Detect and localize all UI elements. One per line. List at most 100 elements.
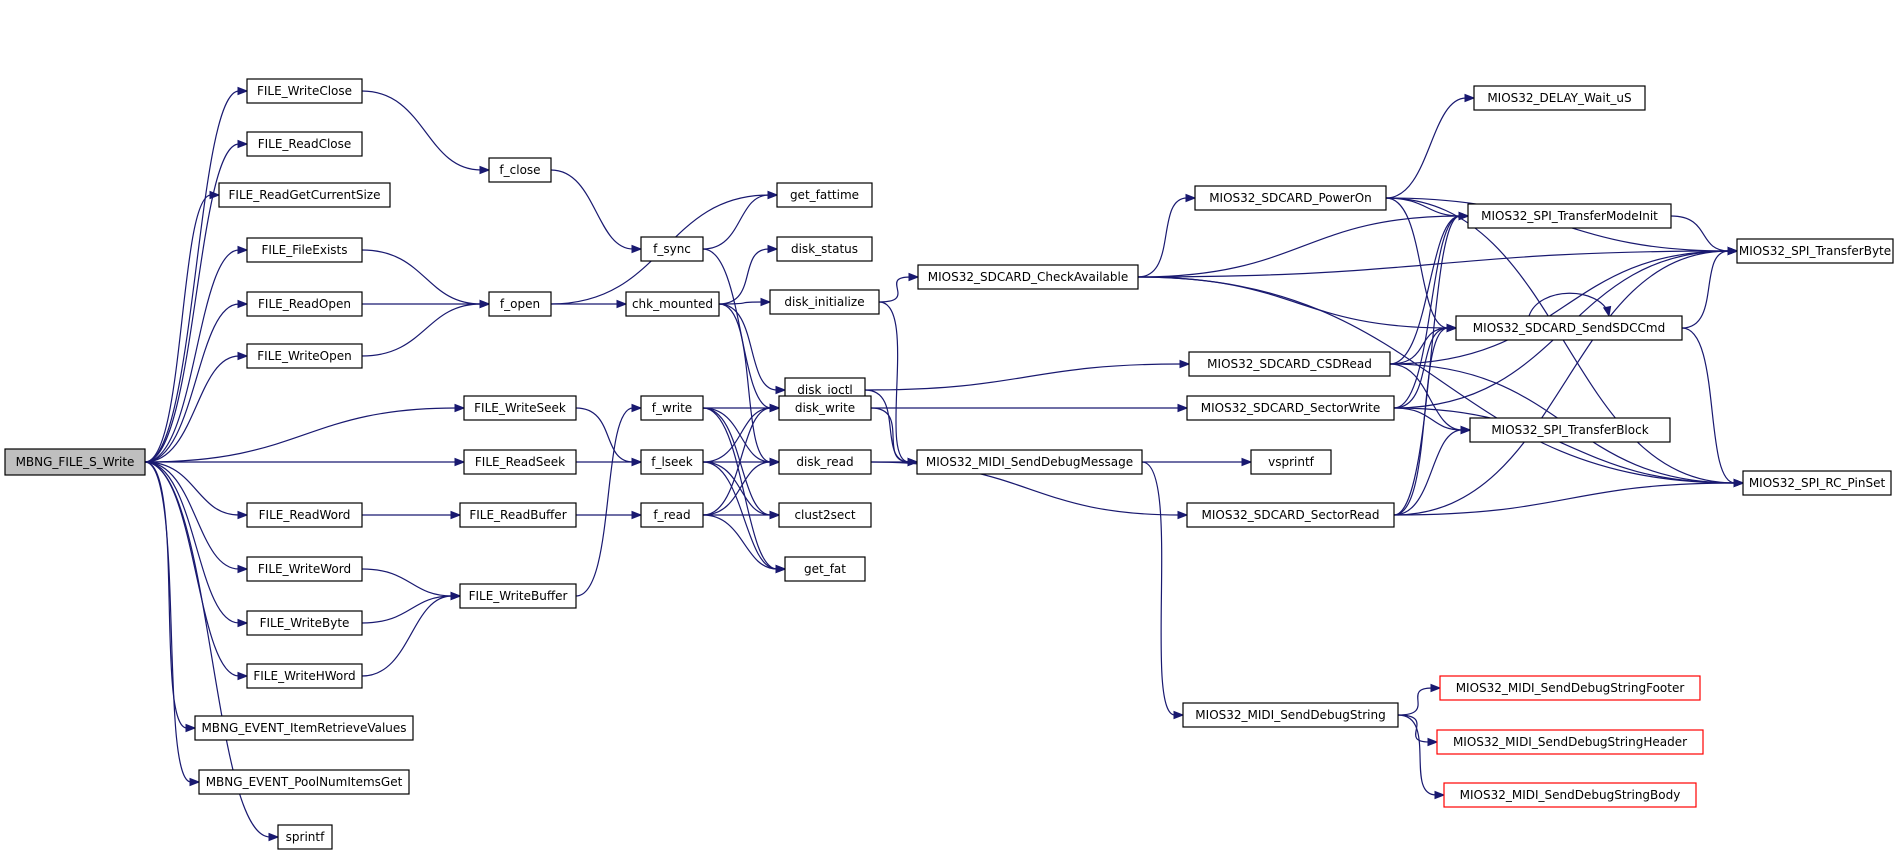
edge-line [144, 143, 240, 463]
node-get-fat[interactable]: get_fat [784, 556, 866, 582]
node-file-writeword[interactable]: FILE_WriteWord [246, 556, 363, 582]
node-f-read[interactable]: f_read [640, 502, 704, 528]
node-label: FILE_ReadSeek [475, 455, 565, 469]
edge-line [702, 248, 772, 409]
node-mios32-delay-wait-us[interactable]: MIOS32_DELAY_Wait_uS [1473, 85, 1646, 111]
node-file-writebuffer[interactable]: FILE_WriteBuffer [459, 583, 577, 609]
edge-line [878, 276, 911, 303]
edge-arrowhead [479, 299, 491, 309]
edge-arrowhead [775, 385, 787, 395]
edge-line [870, 407, 910, 463]
edge-line [864, 389, 910, 463]
edge-disk-write-to-mios32-midi-senddebugmessage [870, 407, 919, 467]
edge-line [1393, 429, 1463, 516]
node-disk-initialize[interactable]: disk_initialize [769, 289, 880, 315]
node-disk-write[interactable]: disk_write [778, 395, 872, 421]
node-mbng-event-itemretrievevalues[interactable]: MBNG_EVENT_ItemRetrieveValues [194, 715, 414, 741]
node-mios32-midi-senddebugmessage[interactable]: MIOS32_MIDI_SendDebugMessage [916, 449, 1143, 475]
edge-line [702, 461, 772, 516]
node-file-readseek[interactable]: FILE_ReadSeek [463, 449, 577, 475]
node-mios32-sdcard-csdread[interactable]: MIOS32_SDCARD_CSDRead [1188, 351, 1391, 377]
node-disk-status[interactable]: disk_status [776, 236, 873, 262]
node-mios32-sdcard-sectorwrite[interactable]: MIOS32_SDCARD_SectorWrite [1186, 395, 1395, 421]
node-mios32-sdcard-sendsdccmd[interactable]: MIOS32_SDCARD_SendSDCCmd [1455, 315, 1683, 341]
node-file-readgetcurrentsize[interactable]: FILE_ReadGetCurrentSize [218, 182, 391, 208]
edge-mbng-file-s-write-to-mbng-event-poolnumitemsget [144, 461, 201, 787]
node-box [246, 663, 363, 689]
edge-line [1681, 250, 1730, 329]
node-label: MIOS32_SDCARD_CSDRead [1207, 357, 1372, 371]
node-file-fileexists[interactable]: FILE_FileExists [246, 237, 363, 263]
node-chk-mounted[interactable]: chk_mounted [625, 291, 720, 317]
edge-line [864, 363, 1182, 391]
node-f-lseek[interactable]: f_lseek [640, 449, 704, 475]
edge-arrowhead [237, 299, 249, 309]
node-mbng-event-poolnumitemsget[interactable]: MBNG_EVENT_PoolNumItemsGet [198, 769, 410, 795]
edge-line [702, 407, 772, 463]
edge-arrowhead [767, 244, 779, 254]
edge-arrowhead [1602, 305, 1612, 318]
node-box [488, 291, 552, 317]
node-get-fattime[interactable]: get_fattime [776, 182, 873, 208]
node-label: MIOS32_SPI_TransferBlock [1491, 423, 1648, 437]
edge-arrowhead [209, 190, 221, 200]
edge-line [1393, 327, 1449, 409]
edge-arrowhead [237, 139, 249, 149]
node-mios32-sdcard-checkavailable[interactable]: MIOS32_SDCARD_CheckAvailable [917, 264, 1139, 290]
node-label: f_read [653, 508, 690, 522]
node-mbng-file-s-write[interactable]: MBNG_FILE_S_Write [4, 448, 146, 476]
edge-f-open-to-chk-mounted [550, 299, 628, 309]
edge-line [702, 194, 770, 250]
edge-file-readopen-to-f-open [361, 299, 491, 309]
node-file-readclose[interactable]: FILE_ReadClose [246, 131, 363, 157]
node-mios32-sdcard-sectorread[interactable]: MIOS32_SDCARD_SectorRead [1186, 502, 1395, 528]
edge-line [144, 461, 192, 783]
node-mios32-spi-transferblock[interactable]: MIOS32_SPI_TransferBlock [1469, 417, 1671, 443]
node-box [246, 610, 363, 636]
node-f-close[interactable]: f_close [488, 157, 552, 183]
edge-f-read-to-disk-read [702, 457, 781, 516]
edge-line [702, 514, 778, 570]
edge-line [1670, 215, 1730, 252]
edge-line [702, 407, 778, 570]
edge-f-read-to-get-fat [702, 514, 787, 574]
node-mios32-midi-senddebugstringfooter[interactable]: MIOS32_MIDI_SendDebugStringFooter [1439, 675, 1701, 701]
node-mios32-sdcard-poweron[interactable]: MIOS32_SDCARD_PowerOn [1194, 185, 1387, 211]
node-box [463, 395, 577, 421]
node-mios32-midi-senddebugstringbody[interactable]: MIOS32_MIDI_SendDebugStringBody [1443, 782, 1697, 808]
node-box [1469, 417, 1671, 443]
node-mios32-spi-rc-pinset[interactable]: MIOS32_SPI_RC_PinSet [1742, 470, 1892, 496]
node-file-writeopen[interactable]: FILE_WriteOpen [246, 343, 363, 369]
node-mios32-midi-senddebugstring[interactable]: MIOS32_MIDI_SendDebugString [1182, 702, 1399, 728]
node-mios32-midi-senddebugstringheader[interactable]: MIOS32_MIDI_SendDebugStringHeader [1436, 729, 1704, 755]
edge-arrowhead [479, 165, 491, 175]
node-mios32-spi-transfermodeinit[interactable]: MIOS32_SPI_TransferModeInit [1467, 203, 1672, 229]
edge-arrowhead [454, 403, 466, 413]
edge-line [1393, 215, 1461, 409]
node-disk-read[interactable]: disk_read [778, 449, 872, 475]
edge-arrowhead [237, 510, 249, 520]
node-file-writeclose[interactable]: FILE_WriteClose [246, 78, 363, 104]
edge-line [144, 461, 240, 677]
node-f-sync[interactable]: f_sync [640, 236, 704, 262]
node-f-write[interactable]: f_write [640, 395, 704, 421]
edge-arrowhead [1446, 323, 1458, 333]
node-file-readbuffer[interactable]: FILE_ReadBuffer [459, 502, 577, 528]
edge-disk-ioctl-to-mios32-sdcard-csdread [864, 359, 1191, 391]
edge-arrowhead [1177, 403, 1189, 413]
node-file-readopen[interactable]: FILE_ReadOpen [246, 291, 363, 317]
edge-mios32-spi-transfermodeinit-to-mios32-spi-transferbyte [1670, 215, 1739, 256]
node-file-readword[interactable]: FILE_ReadWord [246, 502, 363, 528]
node-mios32-spi-transferbyte[interactable]: MIOS32_SPI_TransferByte [1736, 238, 1894, 264]
node-sprintf[interactable]: sprintf [277, 824, 333, 850]
node-box [1436, 729, 1704, 755]
node-file-writehword[interactable]: FILE_WriteHWord [246, 663, 363, 689]
edge-file-writebuffer-to-f-write [575, 403, 643, 597]
edge-line [702, 407, 772, 516]
node-file-writebyte[interactable]: FILE_WriteByte [246, 610, 363, 636]
node-f-open[interactable]: f_open [488, 291, 552, 317]
node-vsprintf[interactable]: vsprintf [1250, 449, 1332, 475]
node-clust2sect[interactable]: clust2sect [778, 502, 872, 528]
edge-line [1137, 215, 1461, 278]
node-file-writeseek[interactable]: FILE_WriteSeek [463, 395, 577, 421]
